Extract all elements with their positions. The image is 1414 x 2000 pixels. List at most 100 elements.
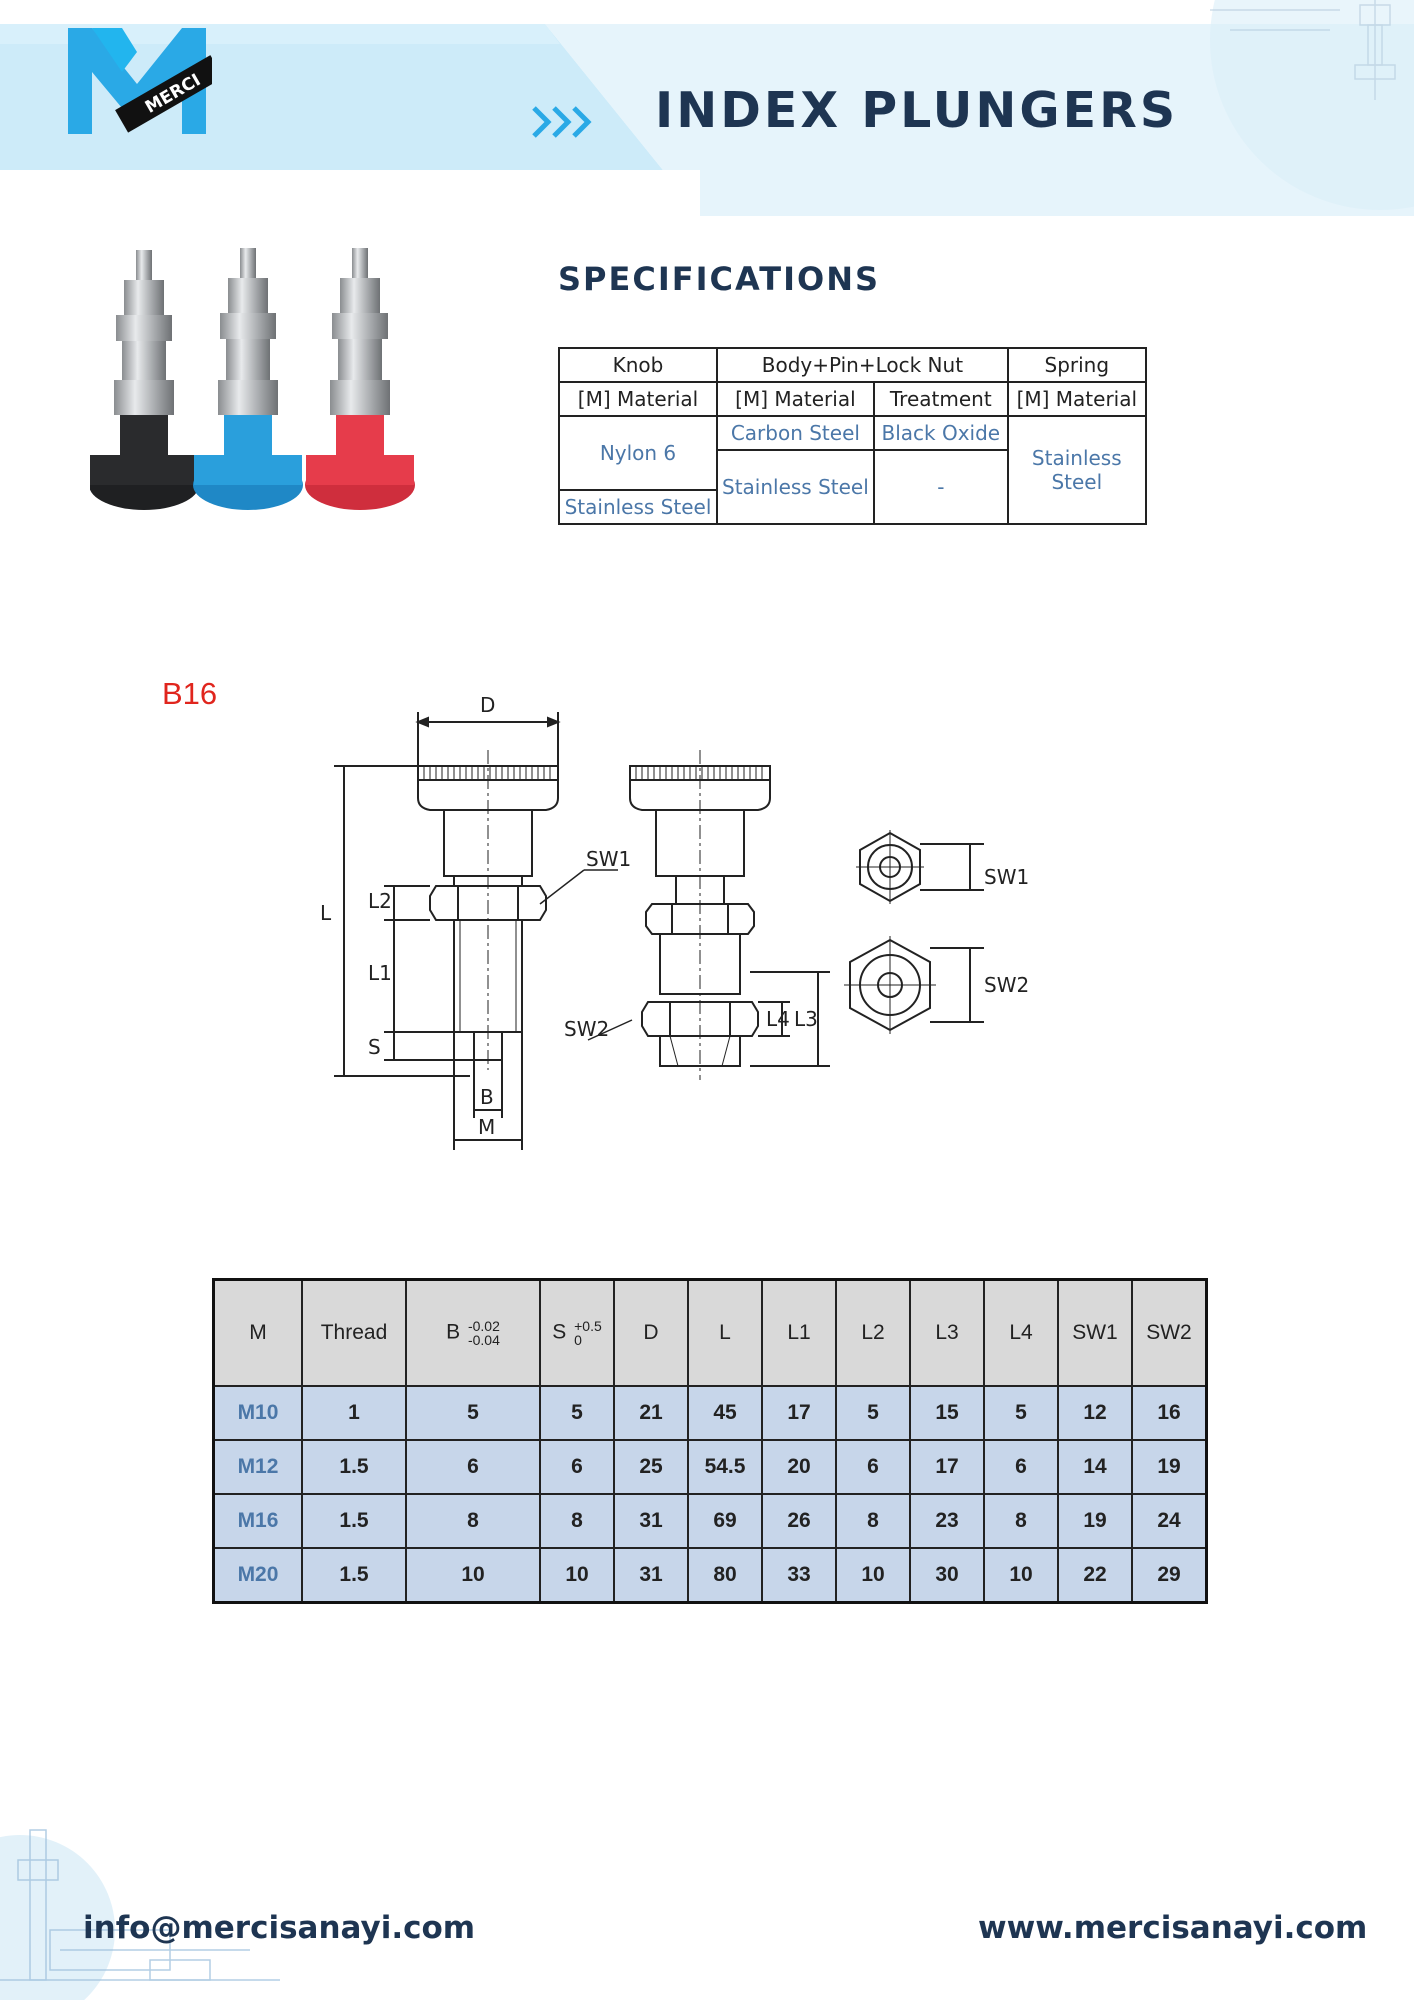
table-cell: 23 bbox=[909, 1493, 985, 1549]
spec-header-spring: Spring bbox=[1006, 347, 1147, 383]
table-cell: 16 bbox=[1131, 1385, 1208, 1441]
column-header-b: B bbox=[446, 1320, 461, 1344]
merci-logo: MERCI bbox=[68, 28, 212, 134]
table-row: M12 1.5 6 6 25 54.5 20 6 17 6 14 19 bbox=[212, 1439, 1208, 1495]
table-cell: 1.5 bbox=[301, 1493, 407, 1549]
table-cell: 19 bbox=[1057, 1493, 1133, 1549]
table-row: M10 1 5 5 21 45 17 5 15 5 12 16 bbox=[212, 1385, 1208, 1441]
column-header: L3 bbox=[909, 1278, 985, 1387]
spec-body-material: Carbon Steel bbox=[716, 415, 875, 451]
table-header-row: M Thread B -0.02 -0.04 S +0.5 0 D L L1 L… bbox=[212, 1278, 1208, 1387]
table-cell: M12 bbox=[212, 1439, 303, 1495]
column-header: L1 bbox=[761, 1278, 837, 1387]
column-header: S +0.5 0 bbox=[539, 1278, 615, 1387]
footer-email-link[interactable]: info@mercisanayi.com bbox=[83, 1910, 476, 1946]
table-cell: 31 bbox=[613, 1547, 689, 1604]
dim-label-l2: L2 bbox=[368, 889, 392, 913]
specifications-heading: SPECIFICATIONS bbox=[558, 260, 881, 298]
table-cell: 6 bbox=[539, 1439, 615, 1495]
dim-label-l: L bbox=[320, 901, 332, 925]
dim-label-sw2: SW2 bbox=[564, 1017, 609, 1041]
spec-knob-material: Stainless Steel bbox=[558, 489, 718, 525]
s-tolerance-lower: 0 bbox=[574, 1332, 582, 1348]
table-cell: 26 bbox=[761, 1493, 837, 1549]
column-header: SW1 bbox=[1057, 1278, 1133, 1387]
dim-label-s: S bbox=[368, 1035, 381, 1059]
table-cell: M20 bbox=[212, 1547, 303, 1604]
chevrons-icon bbox=[532, 106, 592, 138]
column-header: Thread bbox=[301, 1278, 407, 1387]
spec-spring-material: Stainless Steel bbox=[1006, 415, 1147, 525]
spec-knob-material: Nylon 6 bbox=[558, 415, 718, 490]
table-cell: 6 bbox=[405, 1439, 541, 1495]
table-cell: 19 bbox=[1131, 1439, 1208, 1495]
spec-subheader: [M] Material bbox=[558, 381, 718, 417]
table-cell: 33 bbox=[761, 1547, 837, 1604]
technical-drawing: D L L2 L1 S B M SW1 SW2 L4 L3 SW1 SW2 bbox=[320, 693, 1029, 1150]
table-cell: 69 bbox=[687, 1493, 763, 1549]
spec-subheader: [M] Material bbox=[716, 381, 875, 417]
footer-website-link[interactable]: www.mercisanayi.com bbox=[978, 1910, 1368, 1946]
table-cell: 29 bbox=[1131, 1547, 1208, 1604]
spec-subheader: [M] Material bbox=[1006, 381, 1147, 417]
table-cell: 10 bbox=[539, 1547, 615, 1604]
table-cell: 31 bbox=[613, 1493, 689, 1549]
table-cell: 10 bbox=[405, 1547, 541, 1604]
column-header: M bbox=[212, 1278, 303, 1387]
s-tolerance-upper: +0.5 bbox=[574, 1318, 602, 1334]
table-cell: 6 bbox=[835, 1439, 911, 1495]
table-cell: 45 bbox=[687, 1385, 763, 1441]
dim-label-l4: L4 bbox=[766, 1007, 790, 1031]
table-cell: 5 bbox=[405, 1385, 541, 1441]
corner-drawing-watermark bbox=[1210, 0, 1396, 100]
spec-header-knob: Knob bbox=[558, 347, 718, 383]
table-cell: 80 bbox=[687, 1547, 763, 1604]
column-header: SW2 bbox=[1131, 1278, 1208, 1387]
table-cell: 10 bbox=[835, 1547, 911, 1604]
table-cell: M10 bbox=[212, 1385, 303, 1441]
table-cell: 15 bbox=[909, 1385, 985, 1441]
column-header: L4 bbox=[983, 1278, 1059, 1387]
product-photo bbox=[90, 248, 415, 510]
table-cell: 5 bbox=[539, 1385, 615, 1441]
footer-drawing-watermark bbox=[0, 1829, 280, 2000]
dim-label-d: D bbox=[480, 693, 495, 717]
table-cell: 12 bbox=[1057, 1385, 1133, 1441]
table-cell: 8 bbox=[983, 1493, 1059, 1549]
table-cell: 22 bbox=[1057, 1547, 1133, 1604]
dimensions-table: M Thread B -0.02 -0.04 S +0.5 0 D L L1 L… bbox=[212, 1278, 1208, 1604]
table-cell: 10 bbox=[983, 1547, 1059, 1604]
table-cell: 6 bbox=[983, 1439, 1059, 1495]
b-tolerance: -0.02 -0.04 bbox=[468, 1319, 500, 1347]
page-title: INDEX PLUNGERS bbox=[655, 82, 1179, 139]
column-header: L2 bbox=[835, 1278, 911, 1387]
header-band bbox=[0, 0, 1414, 216]
table-cell: 1 bbox=[301, 1385, 407, 1441]
spec-body-treatment: - bbox=[872, 449, 1009, 525]
dim-label-m: M bbox=[478, 1115, 495, 1139]
table-cell: 21 bbox=[613, 1385, 689, 1441]
b-tolerance-lower: -0.04 bbox=[467, 1332, 500, 1348]
table-row: M20 1.5 10 10 31 80 33 10 30 10 22 29 bbox=[212, 1547, 1208, 1604]
column-header: L bbox=[687, 1278, 763, 1387]
table-cell: 5 bbox=[835, 1385, 911, 1441]
table-cell: 1.5 bbox=[301, 1439, 407, 1495]
table-cell: 24 bbox=[1131, 1493, 1208, 1549]
spec-header-body: Body+Pin+Lock Nut bbox=[716, 347, 1009, 383]
table-cell: 17 bbox=[761, 1385, 837, 1441]
spec-subheader: Treatment bbox=[872, 381, 1009, 417]
table-cell: 30 bbox=[909, 1547, 985, 1604]
s-tolerance: +0.5 0 bbox=[574, 1319, 602, 1347]
specifications-table: Knob Body+Pin+Lock Nut Spring [M] Materi… bbox=[558, 347, 1147, 525]
dim-label-l3: L3 bbox=[794, 1007, 818, 1031]
dim-label-b: B bbox=[480, 1085, 494, 1109]
dim-label-l1: L1 bbox=[368, 961, 392, 985]
table-cell: 25 bbox=[613, 1439, 689, 1495]
table-cell: 8 bbox=[835, 1493, 911, 1549]
table-cell: 14 bbox=[1057, 1439, 1133, 1495]
column-header-s: S bbox=[552, 1320, 567, 1344]
column-header: B -0.02 -0.04 bbox=[405, 1278, 541, 1387]
spec-body-treatment: Black Oxide bbox=[872, 415, 1009, 451]
model-label: B16 bbox=[162, 676, 218, 711]
table-cell: 17 bbox=[909, 1439, 985, 1495]
